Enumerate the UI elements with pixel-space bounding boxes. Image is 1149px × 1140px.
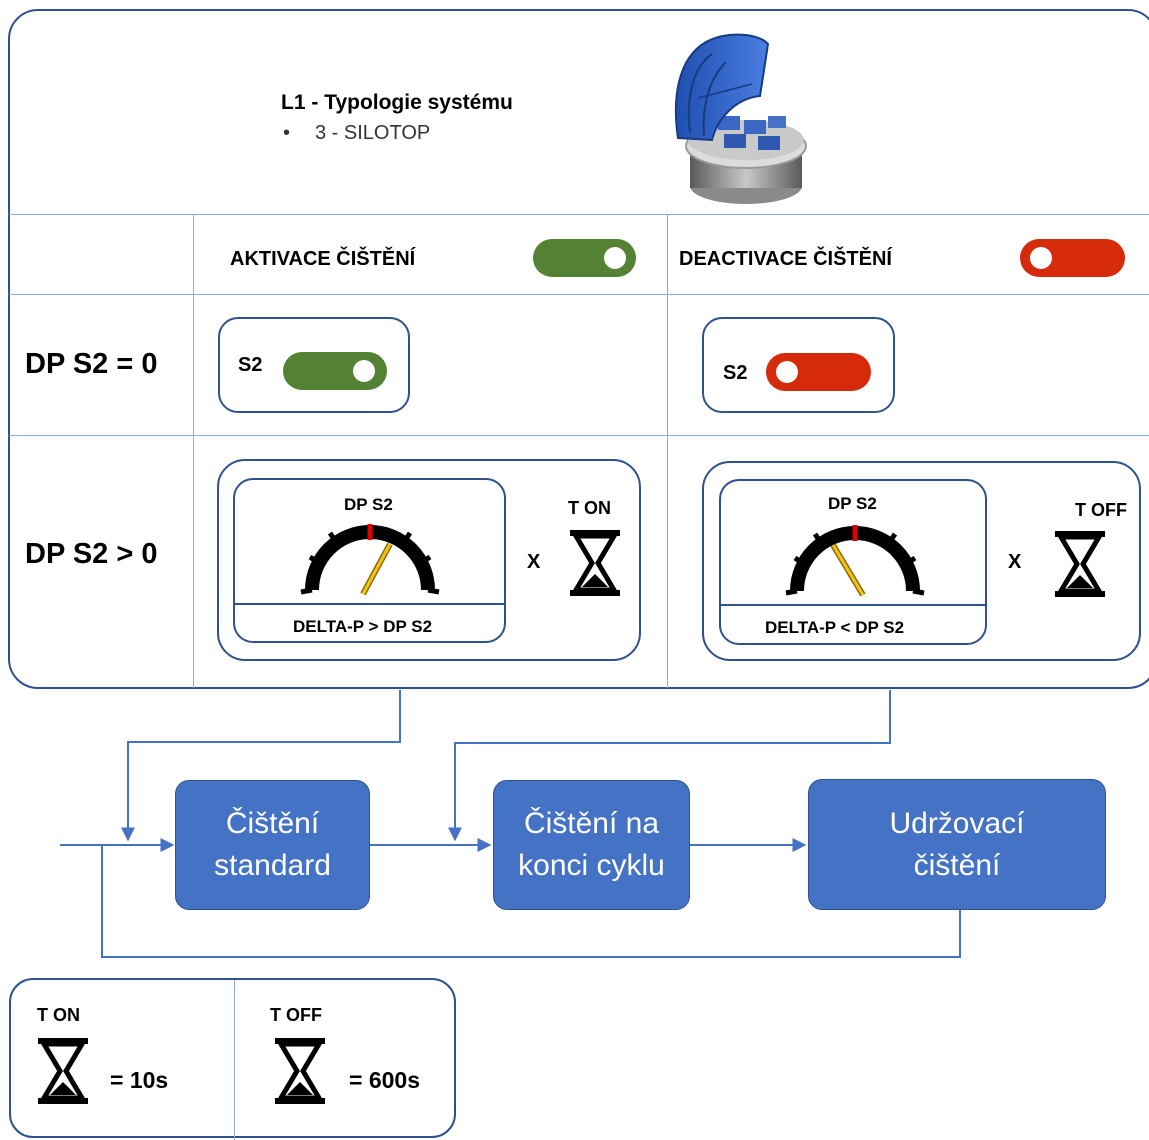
legend-t-off-value: = 600s xyxy=(349,1067,420,1093)
legend-divider xyxy=(234,980,235,1140)
flow-step-maintenance-cleaning[interactable]: Udržovací čištění xyxy=(808,779,1106,910)
deactivation-header-toggle[interactable] xyxy=(1020,239,1125,277)
hourglass-icon xyxy=(275,1038,325,1104)
step-line-2: konci cyklu xyxy=(518,849,665,882)
flow-step-standard-cleaning[interactable]: Čištění standard xyxy=(175,780,370,910)
operator-label: X xyxy=(1008,551,1022,573)
timer-legend: T ON = 10s T OFF = 600s xyxy=(9,978,456,1140)
header-bullet-text: 3 - SILOTOP xyxy=(315,122,431,144)
step-line-1: Čištění na xyxy=(523,807,660,840)
deactivation-s2-switch-box: S2 xyxy=(702,317,895,413)
table-divider-rows xyxy=(9,435,1149,436)
hourglass-icon xyxy=(1055,531,1105,597)
deactivation-gauge-box: DP S2 DELTA-P < DP S2 xyxy=(719,479,987,645)
activation-s2-toggle[interactable] xyxy=(283,352,387,390)
condition-label: DELTA-P < DP S2 xyxy=(765,618,905,637)
gauge-label: DP S2 xyxy=(828,494,877,513)
header-title: L1 - Typologie systému xyxy=(281,91,513,114)
silotop-filter-unit-image xyxy=(674,33,807,204)
table-divider-header xyxy=(9,214,1149,215)
activation-header-toggle[interactable] xyxy=(533,239,636,277)
toggle-knob xyxy=(604,247,626,269)
step-line-2: čištění xyxy=(913,848,1001,882)
gauge-icon xyxy=(785,525,925,596)
bullet-icon: • xyxy=(283,122,291,144)
deactivation-s2-toggle[interactable] xyxy=(766,353,871,391)
deactivation-condition-box: DP S2 DELTA-P < DP S2 X T OFF xyxy=(702,461,1141,661)
legend-t-on-label: T ON xyxy=(37,1005,80,1025)
timer-label: T ON xyxy=(568,498,611,518)
toggle-knob xyxy=(776,361,798,383)
hourglass-icon xyxy=(38,1038,88,1104)
cleaning-logic-table xyxy=(8,9,1149,689)
gauge-divider xyxy=(235,603,506,605)
gauge-icon xyxy=(300,524,440,595)
table-divider-left xyxy=(193,214,194,688)
step-line-2: standard xyxy=(214,849,331,882)
step-line-1: Čištění xyxy=(225,807,320,840)
row-label-dp-s2-zero: DP S2 = 0 xyxy=(25,348,158,380)
deactivation-header-label: DEACTIVACE ČIŠTĚNÍ xyxy=(679,248,892,270)
gauge-divider xyxy=(721,604,987,606)
table-divider-middle xyxy=(667,214,668,688)
table-divider-columns xyxy=(9,294,1149,295)
activation-header-label: AKTIVACE ČIŠTĚNÍ xyxy=(230,248,416,270)
activation-condition-box: DP S2 DELTA-P > DP S2 X T ON xyxy=(217,459,641,661)
activation-s2-switch-box: S2 xyxy=(218,317,410,413)
timer-label: T OFF xyxy=(1075,500,1127,520)
gauge-label: DP S2 xyxy=(344,495,393,514)
activation-gauge-box: DP S2 DELTA-P > DP S2 xyxy=(233,478,506,643)
toggle-knob xyxy=(353,360,375,382)
operator-label: X xyxy=(527,551,541,573)
row-label-dp-s2-positive: DP S2 > 0 xyxy=(25,538,158,570)
toggle-knob xyxy=(1030,247,1052,269)
s2-label: S2 xyxy=(238,354,263,376)
s2-label: S2 xyxy=(723,362,748,384)
hourglass-icon xyxy=(570,530,620,596)
flow-step-end-of-cycle-cleaning[interactable]: Čištění na konci cyklu xyxy=(493,780,690,910)
step-line-1: Udržovací xyxy=(889,806,1025,840)
condition-label: DELTA-P > DP S2 xyxy=(293,617,433,636)
header-bullet: • 3 - SILOTOP xyxy=(283,122,430,145)
legend-t-off-label: T OFF xyxy=(270,1005,322,1025)
legend-t-on-value: = 10s xyxy=(110,1067,169,1093)
